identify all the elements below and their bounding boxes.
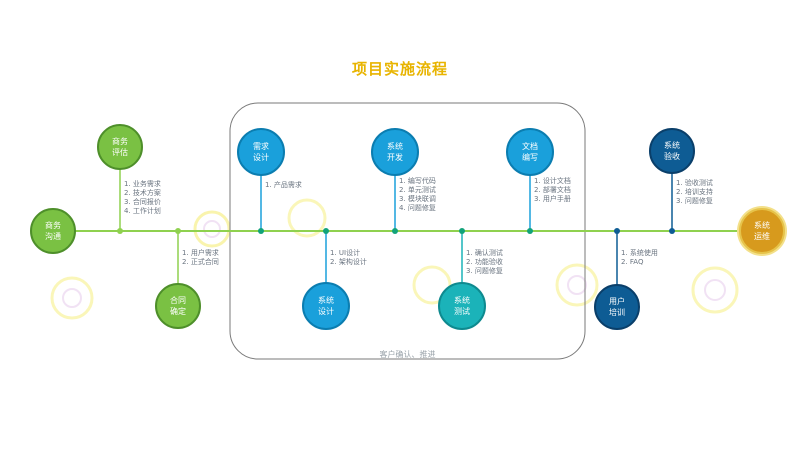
node-business-evaluation: 商务 评估 <box>97 124 143 170</box>
list-item: 4. 问题修复 <box>399 204 436 212</box>
list-item: 1. UI设计 <box>330 249 361 257</box>
timeline-dot <box>669 228 675 234</box>
list-system-testing: 1. 确认测试 2. 功能验收 3. 问题修复 <box>466 249 503 276</box>
node-contract-confirmation: 合同 确定 <box>155 283 201 329</box>
list-item: 2. 功能验收 <box>466 258 503 266</box>
page-title: 项目实施流程 <box>351 60 448 78</box>
list-item: 1. 系统使用 <box>621 249 658 257</box>
list-contract-confirmation: 1. 用户需求 2. 正式合同 <box>182 249 219 267</box>
deco-ring <box>50 276 94 320</box>
list-item: 2. 培训支持 <box>676 188 713 196</box>
region-label: 客户确认、推进 <box>379 350 436 359</box>
list-item: 1. 验收测试 <box>676 179 713 187</box>
list-item: 2. 部署文档 <box>534 186 571 194</box>
list-item: 3. 用户手册 <box>534 195 571 203</box>
deco-ring <box>203 220 221 238</box>
node-requirement-design: 需求 设计 <box>237 128 285 176</box>
list-item: 3. 问题修复 <box>466 267 503 275</box>
timeline-dot <box>175 228 181 234</box>
node-system-testing: 系统 测试 <box>438 282 486 330</box>
list-item: 2. FAQ <box>621 258 644 266</box>
list-item: 1. 产品需求 <box>265 181 302 189</box>
list-item: 1. 业务需求 <box>124 180 161 188</box>
deco-ring <box>62 288 82 308</box>
list-item: 2. 技术方案 <box>124 189 161 197</box>
node-system-design: 系统 设计 <box>302 282 350 330</box>
list-item: 1. 设计文档 <box>534 177 571 185</box>
timeline-dot <box>117 228 123 234</box>
list-item: 4. 工作计划 <box>124 207 161 215</box>
deco-ring <box>704 279 726 301</box>
list-item: 1. 编写代码 <box>399 177 436 185</box>
list-item: 1. 确认测试 <box>466 249 503 257</box>
timeline-dot <box>459 228 465 234</box>
list-user-training: 1. 系统使用 2. FAQ <box>621 249 658 267</box>
list-item: 3. 模块联调 <box>399 195 436 203</box>
timeline-dot <box>258 228 264 234</box>
timeline-dot <box>527 228 533 234</box>
list-requirement-design: 1. 产品需求 <box>265 181 302 190</box>
list-item: 3. 合同报价 <box>124 198 161 206</box>
node-system-acceptance: 系统 验收 <box>649 128 695 174</box>
deco-ring <box>193 210 231 248</box>
node-user-training: 用户 培训 <box>594 284 640 330</box>
deco-ring <box>555 263 599 307</box>
list-system-design: 1. UI设计 2. 架构设计 <box>330 249 367 267</box>
timeline-dot <box>392 228 398 234</box>
list-item: 2. 架构设计 <box>330 258 367 266</box>
list-business-evaluation: 1. 业务需求 2. 技术方案 3. 合同报价 4. 工作计划 <box>124 180 161 216</box>
deco-ring <box>567 275 587 295</box>
timeline-dot <box>323 228 329 234</box>
list-documentation: 1. 设计文档 2. 部署文档 3. 用户手册 <box>534 177 571 204</box>
node-business-communication: 商务 沟通 <box>30 208 76 254</box>
list-item: 1. 用户需求 <box>182 249 219 257</box>
timeline-dot <box>614 228 620 234</box>
deco-ring <box>287 198 327 238</box>
node-system-operation: 系统 运维 <box>739 208 785 254</box>
list-item: 2. 正式合同 <box>182 258 219 266</box>
deco-ring <box>691 266 739 314</box>
list-item: 3. 问题修复 <box>676 197 713 205</box>
node-documentation: 文档 编写 <box>506 128 554 176</box>
list-system-acceptance: 1. 验收测试 2. 培训支持 3. 问题修复 <box>676 179 713 206</box>
list-item: 2. 单元测试 <box>399 186 436 194</box>
list-system-development: 1. 编写代码 2. 单元测试 3. 模块联调 4. 问题修复 <box>399 177 436 213</box>
node-system-development: 系统 开发 <box>371 128 419 176</box>
